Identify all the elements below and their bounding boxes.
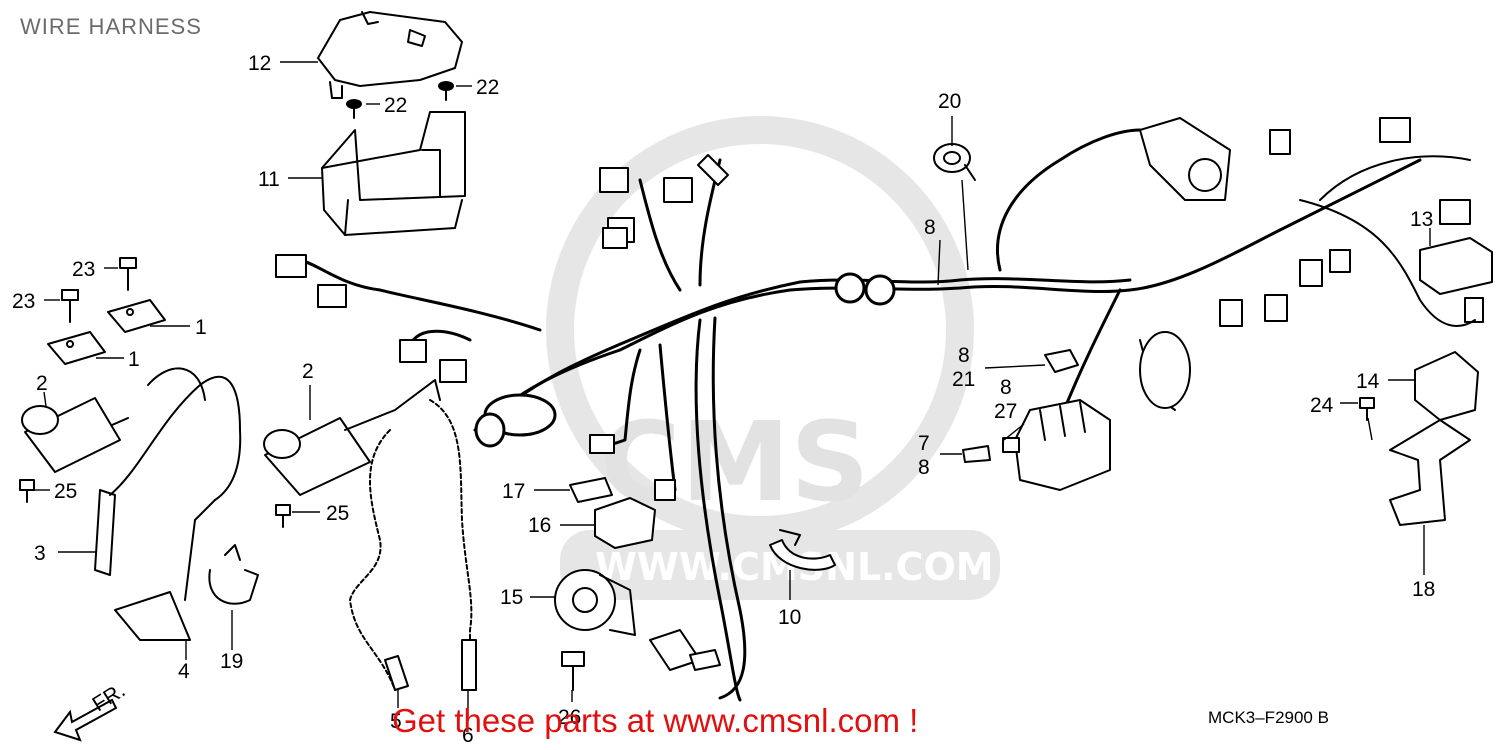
callout-11: 11 (258, 168, 280, 191)
promo-text: Get these parts at www.cmsnl.com ! (392, 702, 919, 739)
part-connectors-upper (275, 154, 729, 454)
part-25-bolt-center (275, 504, 291, 528)
callout-7: 7 (918, 432, 930, 455)
watermark: CMS WWW.CMSNL.COM (546, 116, 1000, 600)
part-clip-27 (1002, 437, 1020, 453)
part-5-plug-lead (349, 429, 409, 691)
part-18-bracket (1389, 419, 1471, 526)
part-11-bracket-box (321, 111, 466, 236)
callout-17: 17 (502, 480, 525, 503)
part-20-grommet (933, 143, 976, 181)
callout-15: 15 (500, 586, 523, 609)
diagram-title: WIRE HARNESS (20, 14, 202, 39)
callout-22-a: 22 (384, 94, 407, 117)
part-8-main-harness (298, 128, 1422, 702)
callout-27: 27 (994, 400, 1017, 423)
part-1-holder-b (47, 331, 106, 365)
callout-21: 21 (952, 368, 975, 391)
callout-5: 5 (390, 710, 402, 733)
callout-22-b: 22 (476, 76, 499, 99)
callout-20: 20 (938, 90, 961, 113)
callout-10: 10 (778, 606, 801, 629)
part-19-clamp (208, 544, 259, 605)
callout-26: 26 (558, 706, 581, 729)
part-22-screw-b (438, 81, 454, 101)
callout-12: 12 (248, 52, 271, 75)
callout-25-a: 25 (54, 480, 77, 503)
part-clip-21 (1044, 349, 1079, 373)
front-arrow: FR. (53, 679, 129, 742)
part-22-screw-a (346, 99, 362, 119)
part-16-relay (594, 479, 676, 549)
callout-25-b: 25 (326, 502, 349, 525)
part-4-plug-cap (114, 499, 216, 641)
front-arrow-shape (53, 698, 118, 742)
callout-2-a: 2 (36, 372, 48, 395)
part-6-plug-lead (429, 399, 477, 691)
part-26-bolt (561, 651, 585, 691)
callout-1-a: 1 (195, 316, 207, 339)
part-connectors-lower (649, 629, 721, 671)
callout-18: 18 (1412, 578, 1435, 601)
part-upper-right-cluster (1139, 117, 1484, 411)
callout-8-d: 8 (918, 456, 930, 479)
part-1-holder-a (107, 299, 166, 333)
callout-23-b: 23 (12, 290, 35, 313)
part-10-band (769, 529, 836, 571)
callout-19: 19 (220, 650, 243, 673)
callout-8-b: 8 (958, 344, 970, 367)
part-2-ignition-coil-center (263, 379, 441, 496)
callout-1-b: 1 (128, 348, 140, 371)
diagram-code: MCK3–F2900 B (1208, 708, 1329, 727)
callout-numbers: 12 22 22 11 23 23 1 1 2 25 3 4 19 2 25 5… (12, 52, 1435, 747)
part-2-ignition-coil-left (21, 397, 129, 473)
callout-2-b: 2 (302, 360, 314, 383)
callout-4: 4 (178, 660, 190, 683)
callout-23-a: 23 (72, 258, 95, 281)
part-12-cover (317, 11, 463, 99)
part-17-connector (569, 477, 613, 503)
callout-16: 16 (528, 514, 551, 537)
part-14-rubber-mount (1414, 351, 1479, 421)
callout-24: 24 (1310, 394, 1334, 417)
callout-13: 13 (1410, 208, 1433, 231)
part-3-plug-lead (94, 367, 242, 576)
callout-8-c: 8 (1000, 376, 1012, 399)
watermark-url-bar (560, 530, 1000, 600)
part-15-horn (554, 569, 636, 636)
callout-3: 3 (34, 542, 46, 565)
callout-14: 14 (1356, 370, 1380, 393)
callout-8-a: 8 (924, 216, 936, 239)
callout-6: 6 (462, 724, 474, 747)
part-27-fuse-box (1014, 399, 1111, 491)
part-23-bolt-a (119, 257, 137, 291)
part-25-bolt-left (19, 479, 35, 503)
part-clip-7 (962, 445, 991, 463)
part-24-bolt (1359, 397, 1375, 421)
leader-lines (34, 61, 1431, 720)
part-23-bolt-b (61, 289, 79, 323)
part-13-relay (1419, 237, 1493, 295)
